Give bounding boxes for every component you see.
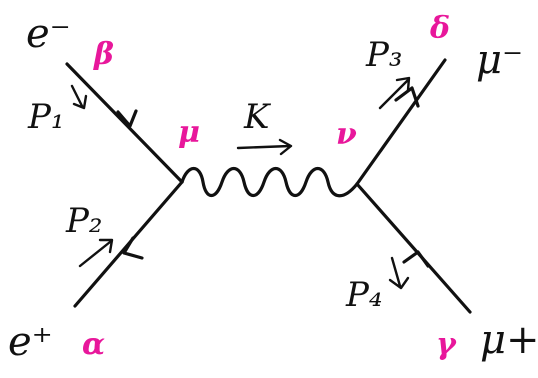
index-mu: μ [178,115,200,150]
label-k: K [244,97,270,137]
label-p1: P₁ [28,97,65,137]
label-p4: P₄ [346,275,383,315]
label-e-minus: e⁻ [26,11,71,57]
label-e-plus: e⁺ [8,319,53,365]
p3-arrow-icon [378,76,411,110]
antimuon-arrow [402,250,430,268]
muon-arrow [394,86,420,108]
index-alpha: α [82,327,106,362]
label-mu-plus: μ+ [480,317,538,363]
index-beta: β [94,37,114,72]
antimuon-line [355,182,472,314]
label-p2: P₂ [66,201,103,241]
electron-line [65,62,184,184]
k-arrow-icon [236,138,293,156]
electron-arrow [116,109,138,128]
p4-arrow-icon [388,256,410,290]
positron-arrow [122,236,144,260]
p1-arrow-icon [70,84,88,110]
label-mu-minus: μ⁻ [476,37,524,83]
p2-arrow-icon [78,238,114,268]
index-gamma: γ [436,327,456,362]
index-nu: ν [336,117,357,152]
muon-line [355,58,447,186]
index-delta: δ [430,11,451,46]
label-p3: P₃ [366,35,403,75]
photon-propagator [180,166,359,198]
